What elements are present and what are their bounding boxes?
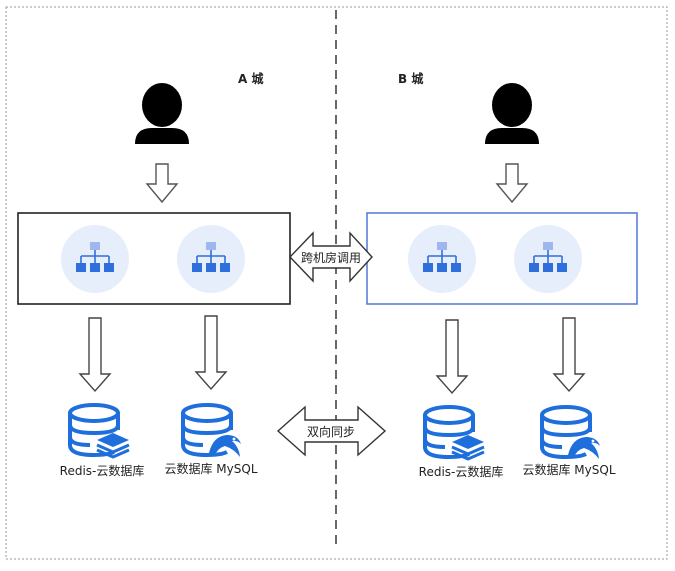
redis-database-icon [425, 407, 484, 459]
redis-label-b: Redis-云数据库 [419, 464, 504, 479]
down-arrow-icon [79, 317, 111, 392]
down-arrow-icon [496, 163, 528, 203]
city-b-service-box [366, 212, 638, 305]
mysql-database-icon [183, 405, 241, 457]
down-arrow-icon [553, 317, 585, 392]
service-network-icon [176, 224, 246, 294]
redis-label-a: Redis-云数据库 [60, 463, 145, 478]
down-arrow-icon [436, 319, 468, 394]
city-a-label: A 城 [238, 71, 263, 86]
cross-call-arrow [289, 231, 373, 283]
user-icon-b [485, 83, 539, 144]
user-icon-a [135, 83, 189, 144]
service-network-icon [513, 224, 583, 294]
city-a-service-box [17, 212, 291, 305]
sync-arrow [276, 405, 387, 457]
outer-frame [5, 6, 668, 560]
mysql-database-icon [542, 407, 600, 459]
service-network-icon [60, 224, 130, 294]
mysql-label-a: 云数据库 MySQL [164, 461, 257, 476]
down-arrow-icon [195, 315, 227, 390]
sync-label: 双向同步 [307, 424, 355, 439]
redis-database-icon [70, 405, 129, 457]
mysql-label-b: 云数据库 MySQL [522, 462, 615, 477]
service-network-icon [407, 224, 477, 294]
city-b-label: B 城 [398, 71, 423, 86]
down-arrow-icon [146, 163, 178, 203]
cross-call-label: 跨机房调用 [301, 250, 361, 265]
